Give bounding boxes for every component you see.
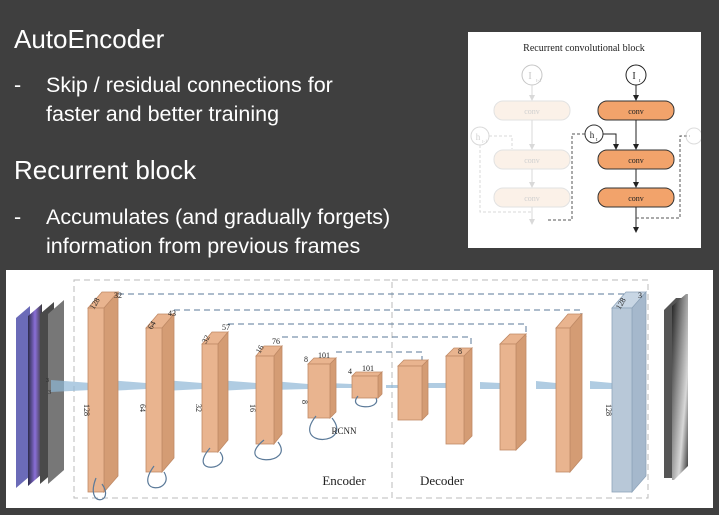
rcb-input-cur-sub: t (639, 79, 641, 84)
dec-block-3 (499, 333, 527, 451)
rcnn-block (351, 371, 383, 399)
bullet-accumulates: - Accumulates (and gradually forgets) in… (14, 203, 390, 261)
encoder-blocks (87, 290, 383, 494)
rcb-conv-prev-2: conv (524, 156, 540, 165)
dec-block-1 (397, 359, 429, 421)
rcb-input-cur: I (632, 71, 635, 82)
dim-label: 64 (146, 320, 158, 331)
dim-label: 4 (348, 367, 352, 376)
kernel-label: 3 (48, 390, 51, 396)
dec-block-2 (445, 347, 473, 445)
rcb-hidden-cur: h (590, 130, 595, 140)
dim-label: 8 (458, 347, 462, 356)
rcb-conv-cur-2: conv (628, 156, 644, 165)
rcb-conv-prev-3: conv (524, 194, 540, 203)
rcb-hidden-link (548, 133, 585, 221)
output-block (611, 290, 647, 494)
bullet-line: Skip / residual connections for (46, 73, 333, 97)
dim-label: 43 (168, 309, 176, 318)
heading-autoencoder: AutoEncoder (14, 24, 165, 54)
dim-label: 16 (254, 344, 266, 355)
dim-label: 8 (300, 400, 309, 404)
kernel-label: 3 (46, 378, 49, 384)
bullet-skip-connections: - Skip / residual connections for faster… (14, 71, 333, 129)
heading-recurrent-block: Recurrent block (14, 155, 197, 185)
input-frames (16, 300, 64, 488)
output-frame (664, 294, 688, 480)
bullet-line: faster and better training (46, 102, 280, 126)
enc-block-5 (307, 357, 337, 419)
dim-label: 3 (638, 291, 642, 300)
enc-block-1 (87, 290, 119, 494)
dim-label: 64 (138, 404, 147, 412)
rcb-current-step: I t conv conv conv h t (584, 64, 703, 233)
encoder-label: Encoder (322, 473, 366, 488)
dim-label: 101 (318, 351, 330, 360)
rcb-input-prev-sub: t-1 (536, 79, 542, 84)
rcb-input-prev: I (528, 71, 531, 82)
recurrent-loops (92, 395, 378, 501)
dim-label: 57 (222, 323, 230, 332)
bullet-dash: - (14, 205, 22, 229)
rcb-conv-cur-3: conv (628, 194, 644, 203)
rcb-conv-prev-1: conv (524, 107, 540, 116)
dim-label: 76 (272, 337, 280, 346)
skip-connections (118, 293, 637, 368)
dim-label: 32 (114, 291, 122, 300)
architecture-figure: 128 32 128 64 43 64 32 57 32 16 76 16 8 … (6, 270, 713, 508)
enc-block-3 (201, 330, 229, 454)
bullet-line: Accumulates (and gradually forgets) (46, 205, 391, 229)
dim-label: 101 (362, 364, 374, 373)
rcb-hidden-prev: h (476, 132, 481, 142)
dec-block-4 (555, 312, 583, 474)
dim-label: 128 (604, 404, 613, 416)
decoder-frame (391, 279, 649, 499)
recurrent-block-figure: Recurrent convolutional block I t-1 conv… (468, 32, 703, 248)
rcb-previous-step: I t-1 conv conv conv h t-1 (470, 64, 571, 225)
rcb-hidden-cur-sub: t (596, 138, 598, 143)
dim-label: 8 (304, 355, 308, 364)
decoder-blocks (397, 312, 583, 474)
bullet-dash: - (14, 73, 22, 97)
dim-label: 128 (82, 404, 91, 416)
rcb-title: Recurrent convolutional block (523, 43, 645, 54)
enc-block-4 (255, 344, 283, 446)
rcb-hidden-prev-sub: t-1 (482, 140, 488, 145)
bullet-line: information from previous frames (46, 234, 361, 258)
dim-label: 32 (194, 404, 203, 412)
enc-block-2 (145, 312, 175, 474)
rcb-conv-cur-1: conv (628, 107, 644, 116)
rcnn-label: RCNN (331, 426, 357, 436)
decoder-label: Decoder (420, 473, 465, 488)
dim-label: 32 (200, 334, 212, 345)
dim-label: 16 (248, 404, 257, 412)
